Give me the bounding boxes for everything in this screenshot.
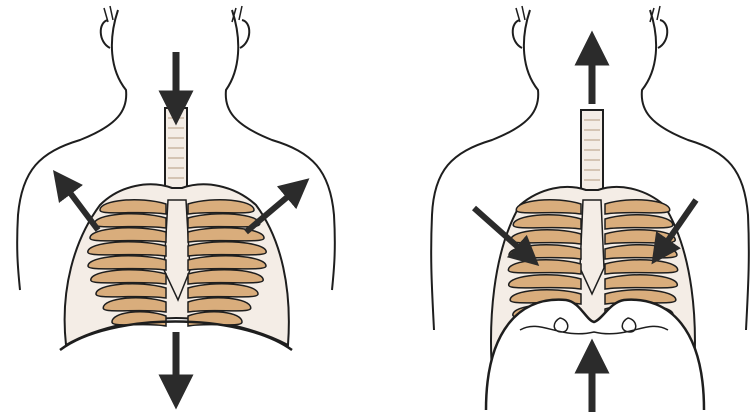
rib	[90, 228, 166, 242]
rib	[605, 200, 670, 214]
right-ear-left	[513, 20, 522, 48]
rib	[508, 260, 581, 274]
left-ear-left	[101, 20, 110, 48]
rib	[509, 275, 581, 289]
rib	[91, 270, 166, 284]
right-trachea	[581, 110, 603, 202]
rib	[511, 230, 581, 244]
rib	[188, 298, 251, 312]
rib	[88, 242, 166, 256]
rib	[605, 260, 678, 274]
rib	[513, 215, 581, 229]
rib	[188, 242, 266, 256]
rib	[516, 200, 581, 214]
rib	[605, 275, 677, 289]
rib	[100, 200, 166, 214]
left-chest-expand-arrow-a	[62, 182, 98, 230]
rib	[188, 284, 258, 298]
right-ear-right	[658, 20, 667, 48]
left-hair-strokes	[104, 6, 242, 22]
rib	[96, 284, 166, 298]
right-hair-strokes	[516, 6, 660, 22]
rib	[94, 214, 166, 228]
inhalation-panel	[17, 6, 335, 392]
rib	[188, 270, 263, 284]
left-ear-right	[240, 20, 249, 48]
rib	[103, 298, 166, 312]
rib	[605, 215, 673, 229]
rib	[188, 256, 266, 270]
exhalation-panel	[431, 6, 749, 412]
rib	[88, 256, 166, 270]
rib	[188, 200, 254, 214]
